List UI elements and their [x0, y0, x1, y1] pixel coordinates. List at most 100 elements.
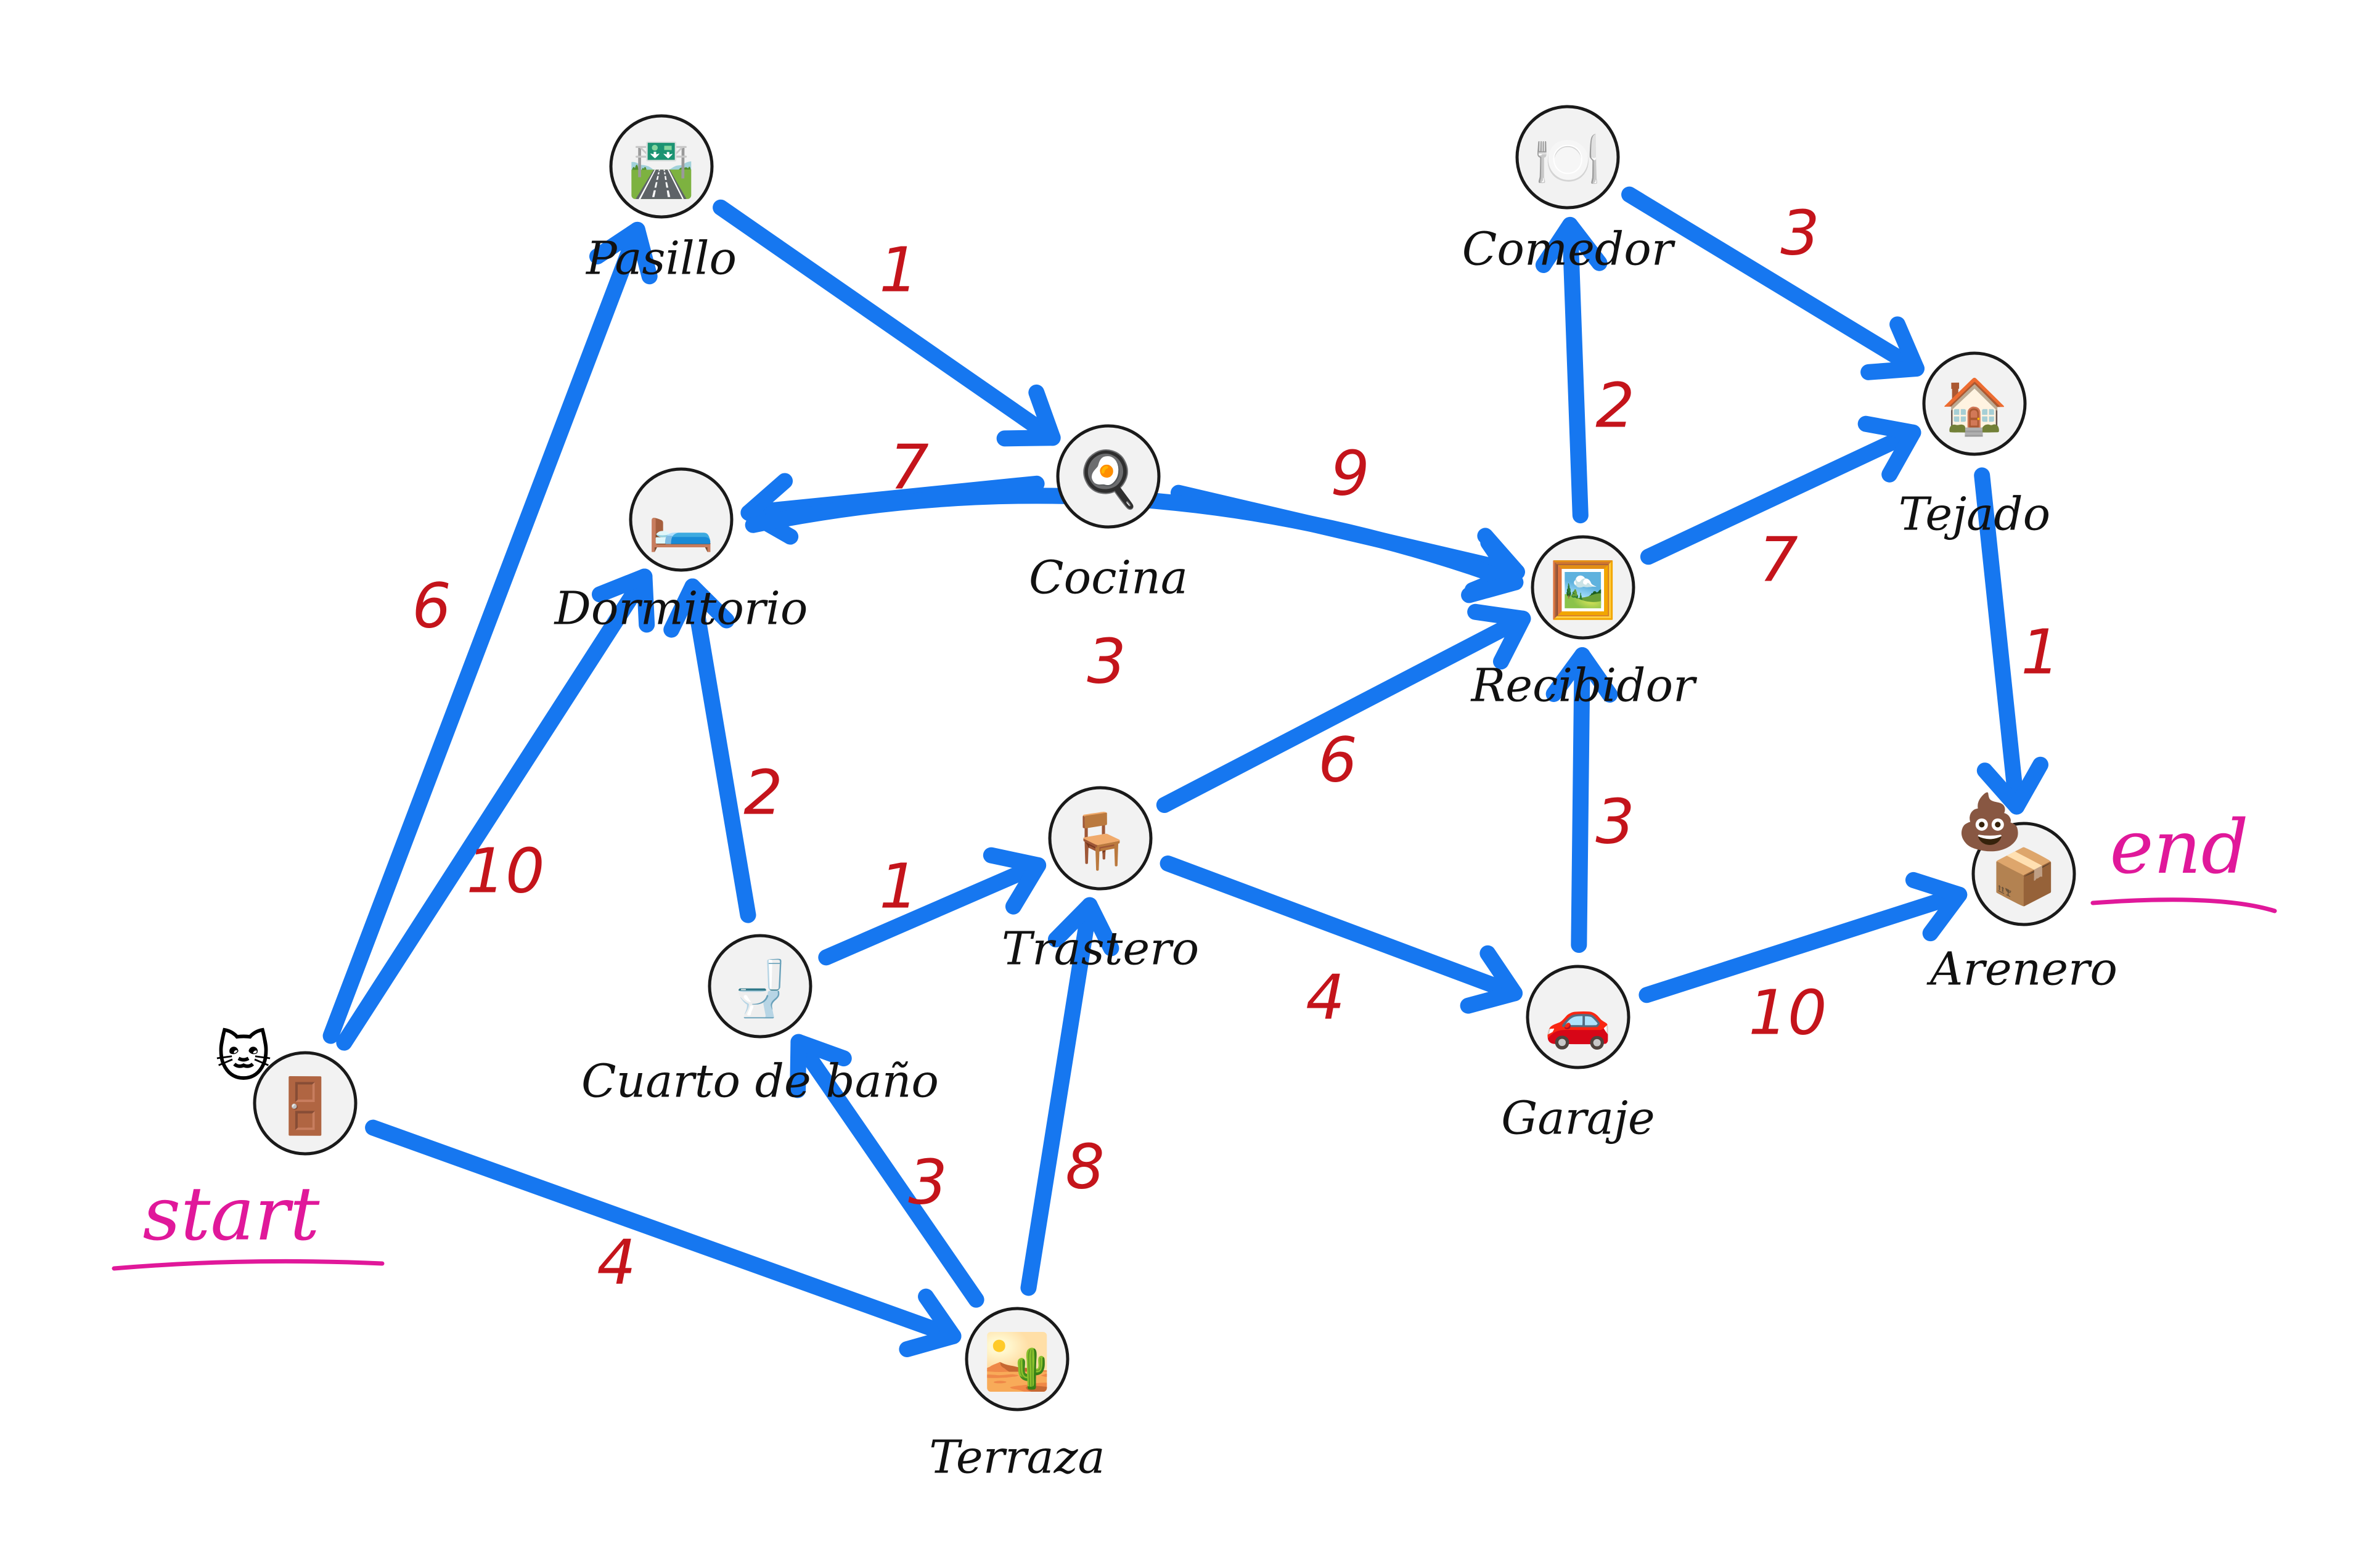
node-label-terraza: Terraza — [929, 1431, 1105, 1484]
edge-weight-terraza-bano: 3 — [908, 1146, 947, 1218]
edge-weight-cocina-recibidor: 9 — [1330, 437, 1370, 509]
arrowhead-bano-trastero — [983, 847, 1047, 915]
edge-weight-trastero-recibidor: 6 — [1318, 724, 1357, 796]
edge-bano-trastero — [818, 857, 1047, 966]
node-circle-pasillo — [609, 114, 714, 219]
edge-garaje-arenero — [1639, 886, 1968, 1003]
edge-weight-bano-trastero: 1 — [879, 850, 918, 922]
edge-weight-recibidor-comedor: 2 — [1595, 369, 1635, 441]
nodes-layer: 🛣️ 🍳 🛏️ 🍽️ 🏠 🖼️ 🪑 🚽 🚗 📦 🚪 🏜️ 🐱 💩 — [215, 105, 2076, 1411]
node-start: 🚪 — [253, 1051, 358, 1156]
node-label-pasillo: Pasillo — [585, 232, 737, 285]
node-recibidor: 🖼️ — [1531, 535, 1635, 640]
edge-weight-cocina-dormitorio: 7 — [890, 431, 929, 503]
desert-icon: 🏜️ — [983, 1330, 1051, 1394]
arrowhead-recibidor-tejado — [1857, 415, 1921, 483]
edge-weight-start-pasillo: 6 — [412, 570, 451, 642]
node-terraza: 🏜️ — [965, 1307, 1070, 1411]
node-circle-garaje — [1526, 965, 1630, 1069]
node-circle-trastero — [1048, 786, 1153, 891]
edge-weight-start-dormitorio: 10 — [466, 835, 544, 907]
arrowhead-recibidor-comedor — [1535, 216, 1608, 273]
edge-recibidor-comedor — [1561, 216, 1589, 524]
edge-start-dormitorio — [336, 568, 653, 1051]
framed-picture-icon: 🖼️ — [1549, 558, 1617, 622]
toilet-icon: 🚽 — [726, 957, 794, 1021]
node-label-tejado: Tejado — [1899, 488, 2050, 541]
edge-trastero-recibidor — [1156, 610, 1531, 814]
node-circle-arenero — [1971, 822, 2076, 926]
node-circle-terraza — [965, 1307, 1070, 1411]
arrowhead-garaje-arenero — [1905, 872, 1968, 942]
arrowhead-trastero-garaje — [1460, 945, 1523, 1014]
node-pasillo: 🛣️ — [609, 114, 714, 219]
node-arenero: 📦 — [1971, 822, 2076, 926]
start-marker: start — [143, 1172, 321, 1257]
edge-bano-dormitorio — [684, 578, 756, 923]
node-label-recibidor: Recibidor — [1470, 659, 1698, 712]
node-label-bano: Cuarto de baño — [581, 1055, 939, 1108]
edge-recibidor-tejado — [1640, 424, 1921, 565]
edge-garaje-recibidor — [1571, 647, 1590, 953]
edge-tejado-arenero — [1974, 467, 2025, 815]
node-cocina: 🍳 — [1056, 424, 1161, 529]
node-circle-comedor — [1515, 105, 1620, 210]
arrowhead-pasillo-cocina — [996, 384, 1061, 447]
edge-pasillo-cocina — [713, 199, 1061, 446]
bed-icon: 🛏️ — [647, 491, 715, 554]
node-comedor: 🍽️ — [1515, 105, 1620, 210]
node-circle-recibidor — [1531, 535, 1635, 640]
node-label-dormitorio: Dormitorio — [554, 582, 808, 635]
edge-weight-tejado-arenero: 1 — [2021, 616, 2060, 688]
node-garaje: 🚗 — [1526, 965, 1630, 1069]
edge-weight-pasillo-cocina: 1 — [879, 234, 918, 306]
edge-weight-comedor-tejado: 3 — [1780, 197, 1820, 269]
node-circle-cocina — [1056, 424, 1161, 529]
node-label-cocina: Cocina — [1029, 551, 1188, 604]
node-label-trastero: Trastero — [1002, 922, 1199, 975]
node-circle-dormitorio — [629, 467, 734, 572]
arrowhead-garaje-recibidor — [1545, 647, 1618, 703]
car-icon: 🚗 — [1544, 988, 1612, 1051]
poop-icon: 💩 — [1956, 790, 2024, 854]
start-underline — [112, 1259, 385, 1271]
end-underline — [2090, 897, 2277, 913]
node-label-garaje: Garaje — [1501, 1092, 1655, 1145]
node-dormitorio: 🛏️ — [629, 467, 734, 572]
arrowhead-start-dormitorio — [591, 568, 655, 633]
arrowhead-terraza-bano — [790, 1034, 852, 1098]
edge-comedor-tejado — [1621, 186, 1925, 377]
edge-weight-dormitorio-recibidor: 3 — [1087, 625, 1126, 697]
cat-face-icon: 🐱 — [215, 1026, 272, 1089]
edge-weight-start-terraza: 4 — [597, 1226, 636, 1298]
arrowhead-trastero-recibidor — [1467, 603, 1531, 670]
arrowhead-cocina-dormitorio — [740, 473, 799, 545]
end-marker: end — [2109, 805, 2248, 891]
markers-layer: start end — [112, 805, 2277, 1271]
edge-start-terraza — [365, 1119, 962, 1344]
edge-weight-garaje-arenero: 10 — [1748, 976, 1827, 1048]
edge-terraza-trastero — [1020, 897, 1098, 1296]
frying-pan-icon: 🍳 — [1074, 447, 1142, 512]
highway-icon: 🛣️ — [628, 137, 695, 201]
edge-terraza-bano — [790, 1034, 984, 1308]
edge-weight-bano-dormitorio: 2 — [743, 756, 783, 828]
house-icon: 🏠 — [1941, 375, 2008, 438]
edge-trastero-garaje — [1160, 855, 1523, 1002]
arrowhead-start-terraza — [899, 1288, 962, 1357]
node-tejado: 🏠 — [1922, 351, 2027, 456]
edge-weight-terraza-trastero: 8 — [1065, 1130, 1105, 1203]
node-trastero: 🪑 — [1048, 786, 1153, 891]
box-icon: 📦 — [1990, 845, 2058, 909]
node-label-comedor: Comedor — [1462, 223, 1676, 276]
arrowhead-dormitorio-recibidor — [1461, 534, 1524, 603]
node-circle-tejado — [1922, 351, 2027, 456]
edge-weight-garaje-recibidor: 3 — [1595, 785, 1635, 857]
arrowhead-terraza-trastero — [1047, 897, 1119, 957]
arrowhead-start-pasillo — [589, 221, 658, 285]
arrowhead-comedor-tejado — [1860, 316, 1925, 380]
edge-start-pasillo — [322, 221, 645, 1044]
edge-weight-trastero-garaje: 4 — [1306, 961, 1345, 1033]
